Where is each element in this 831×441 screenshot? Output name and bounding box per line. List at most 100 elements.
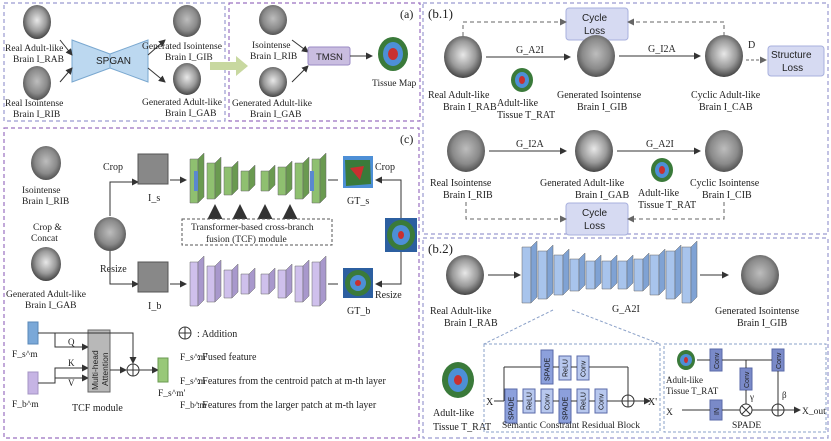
generator-layer-3 (553, 254, 564, 296)
mha-label-2: Attention (100, 352, 110, 386)
gt-s (343, 156, 373, 188)
g-a2i-b1-row2: G_A2I (646, 139, 674, 150)
tmsn-label: TMSN (316, 52, 343, 63)
mha-label-1: Multi-head (90, 350, 100, 390)
scrb-spade-3-label: SPADE (545, 357, 552, 381)
tcf-label-2: fusion (TCF) module (206, 234, 287, 245)
scrb-box (483, 343, 661, 433)
structure-loss-1: Structure (771, 50, 812, 61)
label-gen-iso-b1-2: Brain I_GIB (577, 102, 628, 113)
label-beta: β (782, 390, 787, 400)
gt-b (343, 268, 373, 298)
purple-net-layer-4 (240, 273, 250, 295)
label-cyclic-iso-1: Cyclic Isointense (690, 178, 760, 189)
label-tissue-in-1: Adult-like (666, 375, 703, 385)
panel-a: (a) Real Adult-like Brain I_RAB Real Iso… (3, 2, 421, 122)
label-x-in: X (666, 408, 673, 418)
label-fs: F_s^m (12, 350, 38, 360)
legend-larger: : Features from the larger patch at m-th… (197, 400, 377, 411)
tissue-c (385, 218, 417, 252)
label-crop-concat-2: Concat (31, 234, 58, 244)
label-tcf-module: TCF module (72, 403, 123, 414)
purple-net-layer-8 (311, 261, 321, 307)
generator-layer-1 (521, 246, 532, 304)
scrb-spade-1-label: SPADE (509, 396, 516, 420)
tissue-b2 (442, 362, 474, 398)
panel-b1-label: (b.1) (428, 6, 453, 21)
label-fb: F_b^m (12, 400, 39, 410)
label-cyclic-iso-2: Brain I_CIB (702, 190, 752, 201)
structure-loss (767, 45, 825, 77)
label-resize-c: Resize (100, 264, 127, 275)
scrb-conv-2-label: Conv (599, 393, 606, 410)
legend-fs-sym: F_s^m' (180, 353, 208, 363)
label-tissue-b1-2: Tissue T_RAT (497, 110, 555, 121)
panel-b2: (b.2) Real Adult-like Brain I_RAB G_A2I … (422, 237, 829, 439)
brain-gen-iso-a (173, 5, 201, 37)
fout-block (157, 357, 169, 383)
spade-box (663, 343, 827, 433)
centroid-branch-network (189, 152, 327, 225)
scrb-conv-3 (576, 355, 590, 381)
g-i2a-b1-row2: G_I2A (516, 139, 545, 150)
fs-block (27, 321, 39, 345)
label-gen-iso-a-2: Brain I_GIB (165, 53, 213, 63)
label-gen-adult-b1-1: Generated Adult-like (540, 178, 625, 189)
green-net-layer-2 (206, 162, 216, 200)
label-real-adult-b2-2: Brain I_RAB (444, 318, 498, 329)
label-x-out: X_out (802, 407, 826, 417)
generator-layer-8 (633, 258, 644, 292)
label-crop-c2: Crop (375, 162, 395, 173)
generator-layer-6 (601, 260, 612, 290)
label-real-iso-a-2: Brain I_RIB (13, 110, 60, 120)
generator-layer-5 (585, 260, 596, 290)
g-a2i-b2: G_A2I (612, 304, 640, 315)
brain-gen-adult-a (173, 63, 201, 95)
spade-conv-3-label: Conv (776, 352, 783, 369)
brain-cyclic-adult (705, 35, 743, 77)
label-gen-adult-a-2: Brain I_GAB (165, 109, 216, 119)
label-iso-c-2: Brain I_RIB (22, 197, 69, 207)
label-resize-c2: Resize (375, 290, 402, 301)
legend-fb-sym: F_b^m (180, 401, 207, 411)
label-fout: F_s^m' (158, 389, 186, 399)
label-is: I_s (148, 193, 160, 204)
label-gamma: γ (749, 392, 754, 402)
generator-layer-7 (617, 260, 628, 290)
label-tissue-b2-1: Adult-like (433, 408, 475, 419)
brain-real-adult-a (23, 5, 51, 39)
brain-real-adult-b1 (444, 36, 482, 78)
label-tissue-b1b-1: Adult-like (638, 188, 680, 199)
label-k: K (68, 358, 75, 368)
brain-real-iso-a (23, 66, 51, 100)
label-gen-adult-in-2: Brain I_GAB (250, 110, 301, 120)
brain-gen-adult-in (259, 67, 287, 97)
spade-conv-1-label: Conv (714, 352, 721, 369)
brain-gen-adult-b1 (575, 130, 613, 172)
label-gen-iso-b2-1: Generated Isointense (715, 306, 800, 317)
label-gtb: GT_b (347, 306, 370, 317)
cycle-loss-top-2: Loss (584, 26, 605, 37)
label-gen-adult-c-1: Generated Adult-like (6, 290, 86, 300)
brain-real-adult-b2 (446, 255, 484, 295)
panel-a-label: (a) (400, 7, 413, 21)
label-real-adult-a-1: Real Adult-like (5, 44, 63, 54)
scrb-spade-2-label: SPADE (563, 396, 570, 420)
d-label: D (748, 40, 755, 51)
panel-c: (c) Isointense Brain I_RIB Crop & Concat… (3, 127, 420, 439)
purple-net-layer-3 (223, 269, 233, 299)
structure-loss-2: Loss (782, 63, 803, 74)
green-net-accent-1 (194, 171, 198, 191)
brain-iso-c (31, 146, 61, 180)
label-real-adult-b2-1: Real Adult-like (430, 306, 492, 317)
scrb-spade-1 (504, 388, 518, 424)
label-scrb: Semantic Constraint Residual Block (502, 421, 640, 431)
spgan-label: SPGAN (96, 56, 131, 67)
legend-fs-sym2: F_s^m (180, 377, 206, 387)
tissue-b1-bottom (651, 158, 673, 182)
spade-conv-2-label: Conv (744, 371, 751, 388)
brain-iso-in (259, 5, 287, 35)
purple-net-layer-2 (206, 265, 216, 303)
cycle-loss-bot-2: Loss (584, 221, 605, 232)
purple-net-layer-5 (260, 273, 270, 295)
